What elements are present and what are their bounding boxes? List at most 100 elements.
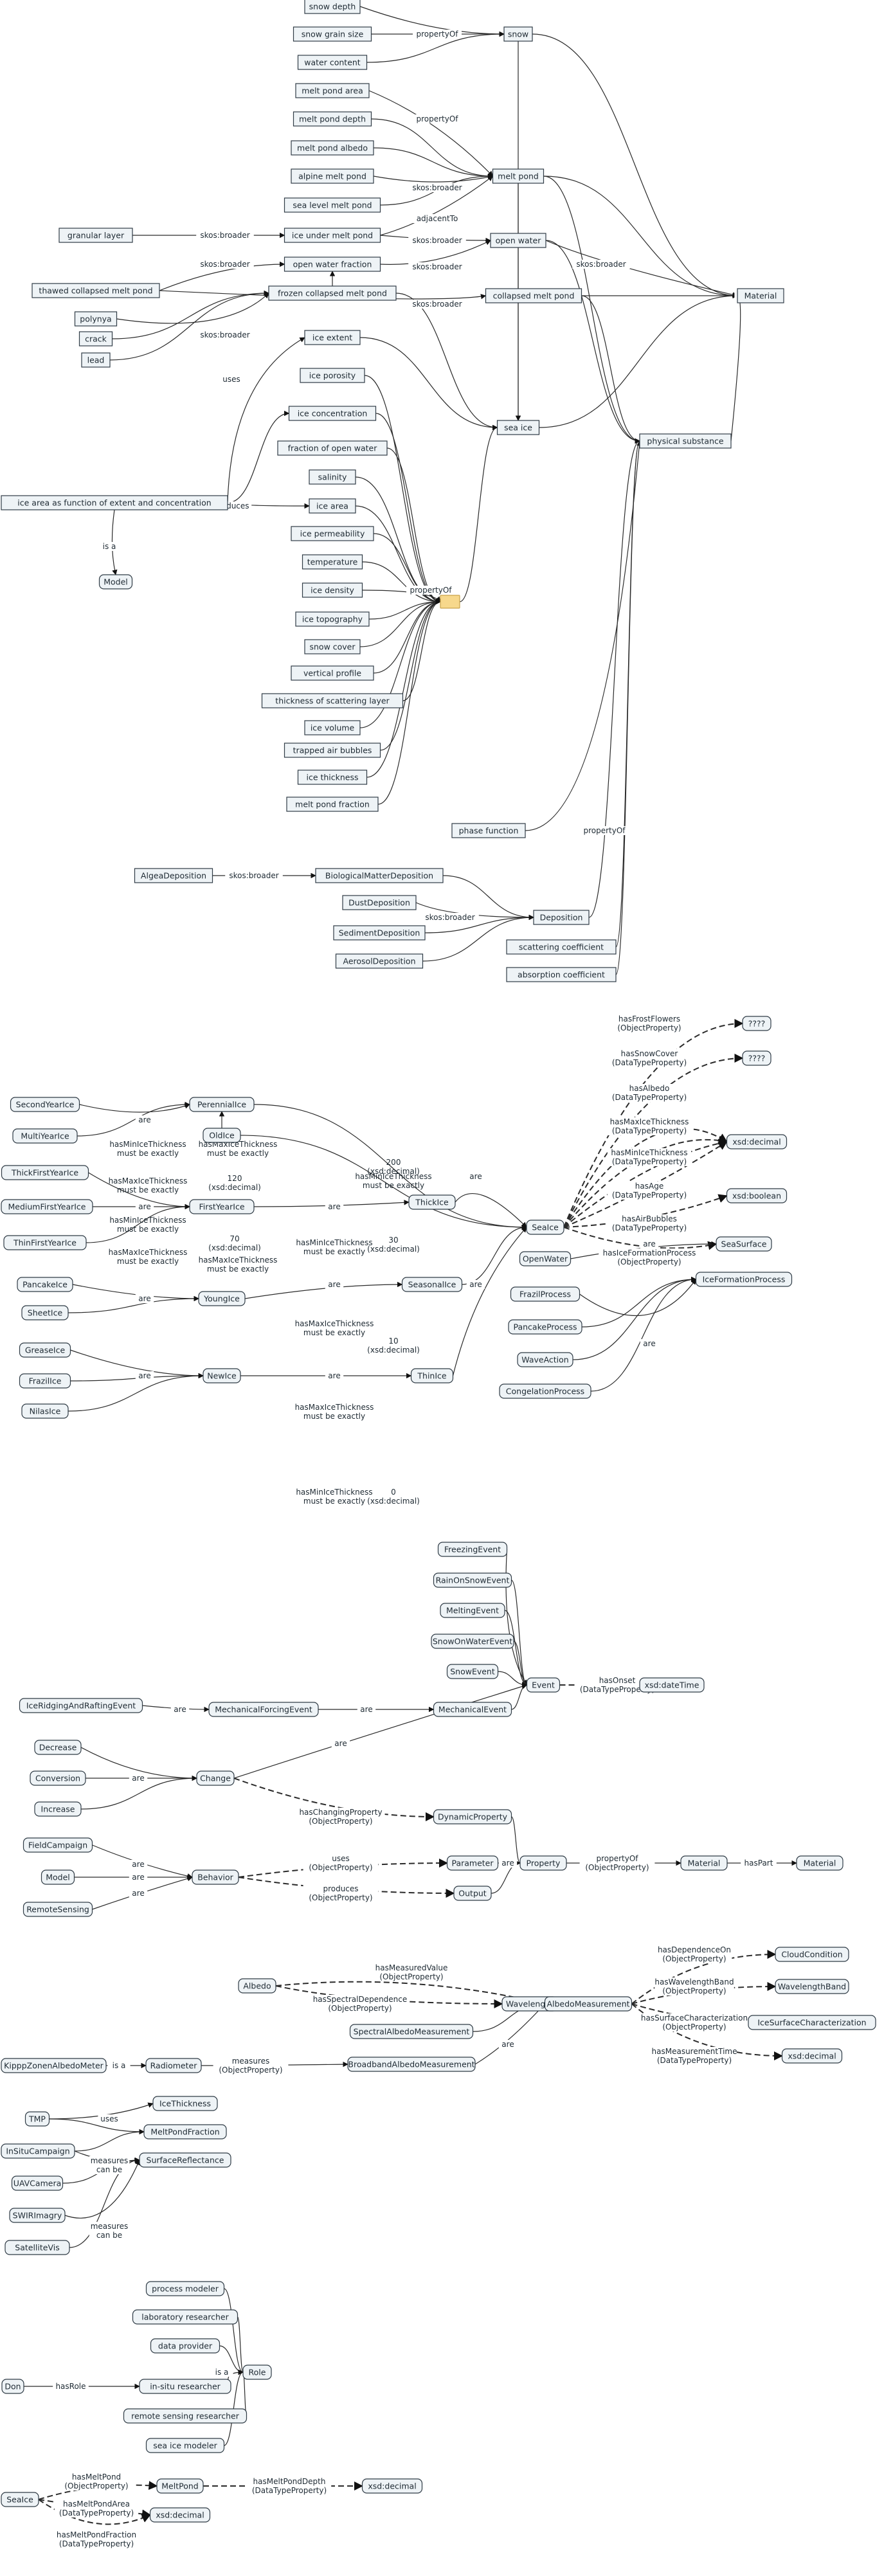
node-parameter: Parameter [446, 1855, 499, 1871]
node-ice-surface-characterization: IceSurfaceCharacterization [748, 2015, 876, 2030]
node-box [453, 1886, 492, 1901]
node-box [408, 1194, 456, 1210]
edge-label-bg [406, 586, 455, 595]
node-label: BroadbandAlbedoMeasurement [348, 2060, 474, 2069]
node-ice-volume: ice volume [304, 720, 361, 735]
node-label: YoungIce [203, 1294, 240, 1304]
node-label: IceThickness [159, 2099, 211, 2109]
edge-label-text: skos:broader [425, 913, 474, 922]
edge-label-text: are [132, 1889, 144, 1898]
edge-ice-volume-to-highlight [359, 599, 441, 728]
node-label: NewIce [207, 1371, 237, 1381]
node-label: WaveAction [521, 1355, 568, 1365]
edge-deposition-to-physical-substance [588, 438, 640, 918]
node-sheet-ice: SheetIce [21, 1305, 69, 1320]
node-label: ice area [316, 501, 348, 511]
node-box [23, 1837, 93, 1853]
edge-absorption-coefficient-to-physical-substance [615, 438, 640, 975]
node-box [203, 1368, 241, 1383]
edge-label-propertyOf: propertyOf [406, 586, 455, 595]
edge-grease-ice-to-new-ice [70, 1349, 204, 1379]
node-box [284, 257, 381, 272]
edge-label-bg [129, 1873, 148, 1882]
edge-label-bg [129, 1774, 148, 1783]
node-material3: Material [796, 1855, 843, 1871]
node-box [189, 1199, 255, 1214]
node-box [34, 1740, 82, 1755]
node-label: remote sensing researcher [131, 2411, 240, 2421]
edge-ice-extent-to-sea-ice [359, 337, 498, 431]
edge-label-bg [607, 1049, 692, 1067]
node-label: Property [527, 1859, 561, 1868]
node-label: collapsed melt pond [493, 291, 575, 301]
node-box [490, 233, 546, 248]
node-box [1, 1199, 93, 1214]
node-box [242, 2364, 272, 2380]
edge-label-bg [572, 260, 630, 269]
node-box [775, 1947, 849, 1962]
node-label: SeaIce [6, 2495, 33, 2505]
edge-label-are: are [129, 1774, 148, 1783]
node-box [41, 1869, 75, 1885]
edge-label-text: hasMaxIceThickness(DataTypeProperty) [610, 1117, 689, 1135]
node-decrease: Decrease [34, 1740, 82, 1755]
edge-label-bg [135, 1371, 154, 1380]
edge-label-text: skos:broader [412, 236, 462, 245]
edge-label-bg [247, 2477, 332, 2495]
edge-label-text: hasWavelengthBand(ObjectProperty) [654, 1977, 734, 1995]
edge-label-bg [607, 1148, 692, 1166]
node-xsd-decimal3: xsd:decimal [361, 2478, 423, 2494]
literal-val-0: 0(xsd:decimal) [367, 1488, 420, 1506]
node-label: xsd:decimal [732, 1137, 780, 1147]
edge-label-bg [331, 1739, 350, 1748]
edge-snow-to-material [532, 33, 738, 299]
node-label: MultiYearIce [21, 1131, 69, 1141]
node-box [716, 1236, 772, 1252]
node-swir-imagery: SWIRImagry [9, 2208, 66, 2223]
edge-melt-pond-albedo-to-melt-pond [373, 147, 494, 179]
edge-labels-layer: propertyOfpropertyOfskos:broaderadjacent… [52, 30, 777, 2548]
node-box [3, 1235, 87, 1250]
edge-label-bg [54, 2499, 139, 2517]
node-thick-ice: ThickIce [408, 1194, 456, 1210]
node-label: sea ice modeler [153, 2441, 217, 2451]
edge-ice-area-function-to-ice-extent [227, 337, 305, 503]
node-trapped-air-bubbles: trapped air bubbles [284, 743, 381, 758]
edge-seasonal-ice-to-sea-ice-cls [462, 1224, 527, 1285]
node-label: ice thickness [306, 773, 358, 782]
node-material2: Material [680, 1855, 728, 1871]
node-label: frozen collapsed melt pond [278, 289, 387, 298]
edge-young-ice-to-seasonal-ice [244, 1281, 403, 1299]
node-label: FieldCampaign [28, 1841, 87, 1850]
node-box [150, 2338, 221, 2354]
node-label: Event [532, 1680, 555, 1690]
node-box [19, 1342, 71, 1358]
edge-label-bg [654, 1977, 734, 1995]
node-sea-level-melt-pond: sea level melt pond [284, 197, 381, 213]
node-label: melt pond area [302, 86, 363, 96]
edge-label-bg [170, 1705, 190, 1714]
node-open-water-fraction: open water fraction [284, 257, 381, 272]
node-box [81, 352, 111, 368]
node-vertical-profile: vertical profile [291, 665, 374, 681]
literal-val-200: 200(xsd:decimal) [367, 1158, 420, 1176]
node-box [297, 770, 368, 785]
node-temperature: temperature [302, 554, 363, 570]
node-label: OpenWater [523, 1254, 568, 1264]
node-box [143, 2124, 227, 2139]
node-box [492, 168, 545, 184]
edge-label-hasMaxIceThickness-dt: hasMaxIceThickness(DataTypeProperty) [607, 1117, 692, 1135]
node-aerosol-deposition: AerosolDeposition [335, 953, 424, 969]
node-label: CongelationProcess [506, 1387, 584, 1396]
edge-trapped-air-bubbles-to-highlight [380, 599, 441, 751]
node-xsd-boolean: xsd:boolean [726, 1188, 788, 1203]
node-new-ice: NewIce [203, 1368, 241, 1383]
edge-label-hasSnowCover: hasSnowCover(DataTypeProperty) [607, 1049, 692, 1067]
edge-label-text: hasFrostFlowers(ObjectProperty) [617, 1014, 681, 1032]
node-thawed-collapsed-melt-pond: thawed collapsed melt pond [32, 283, 160, 298]
edge-label-hasMeasuredValue: hasMeasuredValue(ObjectProperty) [374, 1963, 449, 1981]
edge-label-text: are [132, 1873, 144, 1882]
node-seasonal-ice: SeasonalIce [401, 1277, 463, 1292]
node-label: Material [804, 1859, 836, 1868]
